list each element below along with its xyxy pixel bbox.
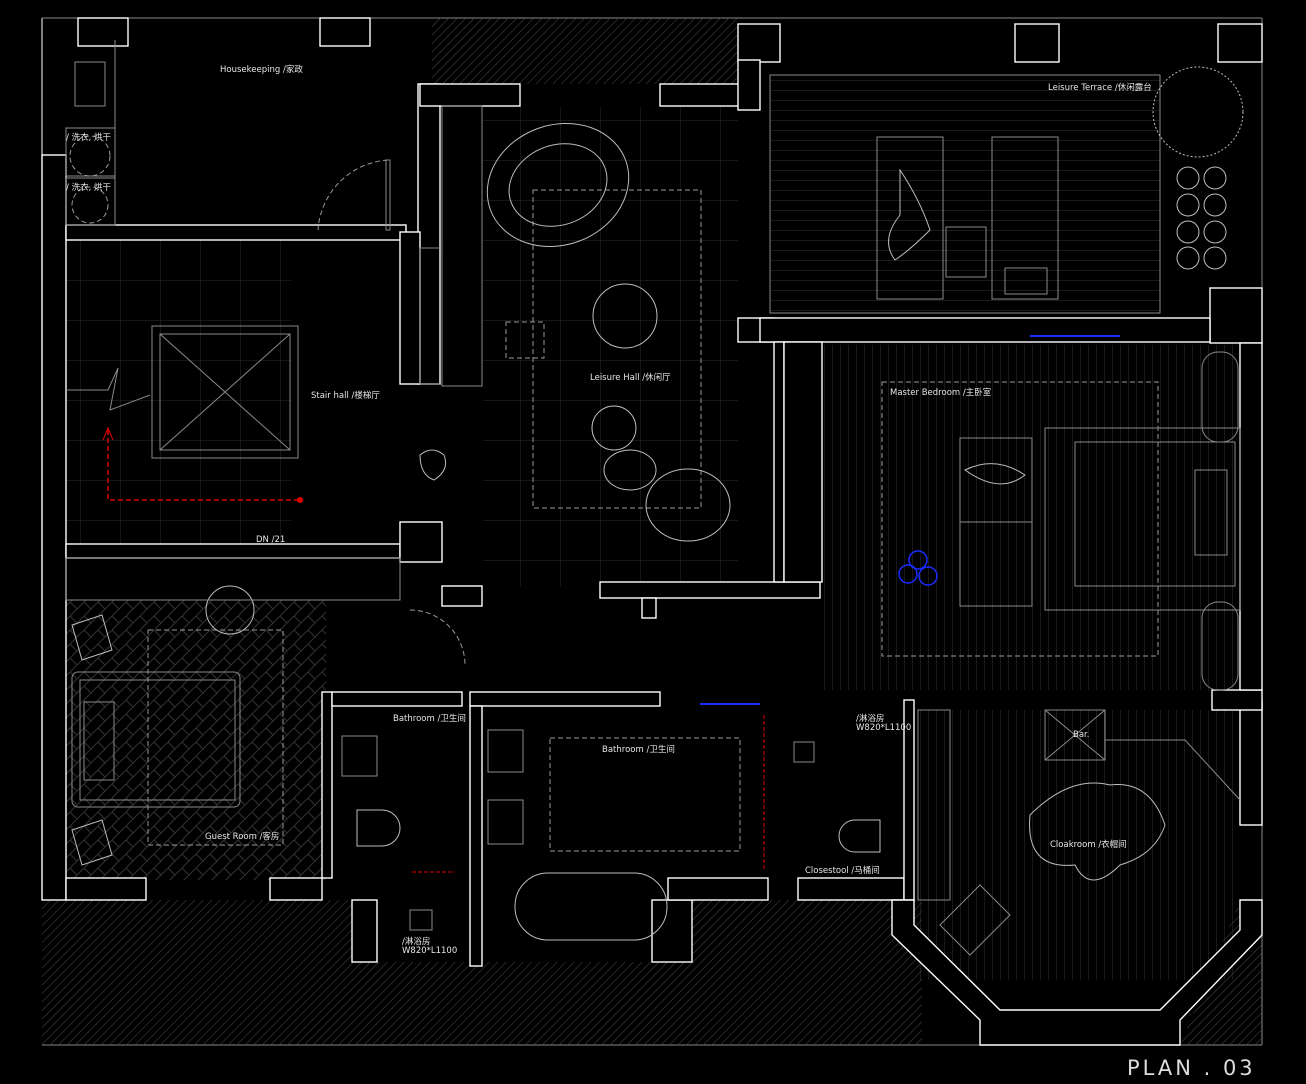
leisure-hall [419,105,731,542]
leisure-terrace [769,66,1244,337]
label-bar: Bar. [1073,730,1089,740]
guest-room [65,557,466,866]
plan-title: PLAN . 03 [1127,1056,1256,1080]
master-bedroom [881,351,1241,691]
label-master-bedroom: Master Bedroom /主卧室 [890,387,992,398]
stair-hall [66,325,303,503]
bathrooms [341,703,881,941]
label-leisure-hall: Leisure Hall /休闲厅 [590,372,671,383]
label-housekeeping: Housekeeping /家政 [220,64,303,75]
label-stair-dn: DN /21 [256,535,285,545]
cloakroom [917,709,1241,956]
housekeeping-room [65,40,391,231]
label-cloakroom: Cloakroom /衣帽间 [1050,839,1127,850]
walls [41,17,1263,1046]
label-bathroom-master: Bathroom /卫生间 [602,744,675,755]
label-shower-master-dim: W820*L1100 [856,723,911,733]
label-stair-hall: Stair hall /楼梯厅 [311,390,380,401]
label-leisure-terrace: Leisure Terrace /休闲露台 [1048,82,1152,93]
label-shower-master: /淋浴房 [856,713,884,724]
label-shower-guest: /淋浴房 [402,936,430,947]
label-bathroom-guest: Bathroom /卫生间 [393,713,466,724]
label-shower-guest-dim: W820*L1100 [402,946,457,956]
label-guest-room: Guest Room /客房 [205,831,279,842]
label-laundry-2: / 洗衣, 烘干 [66,182,111,193]
label-laundry-1: / 洗衣, 烘干 [66,132,111,143]
room-labels: Housekeeping /家政 / 洗衣, 烘干 / 洗衣, 烘干 Stair… [66,64,1152,956]
label-closestool: Closestool /马桶间 [805,865,880,876]
